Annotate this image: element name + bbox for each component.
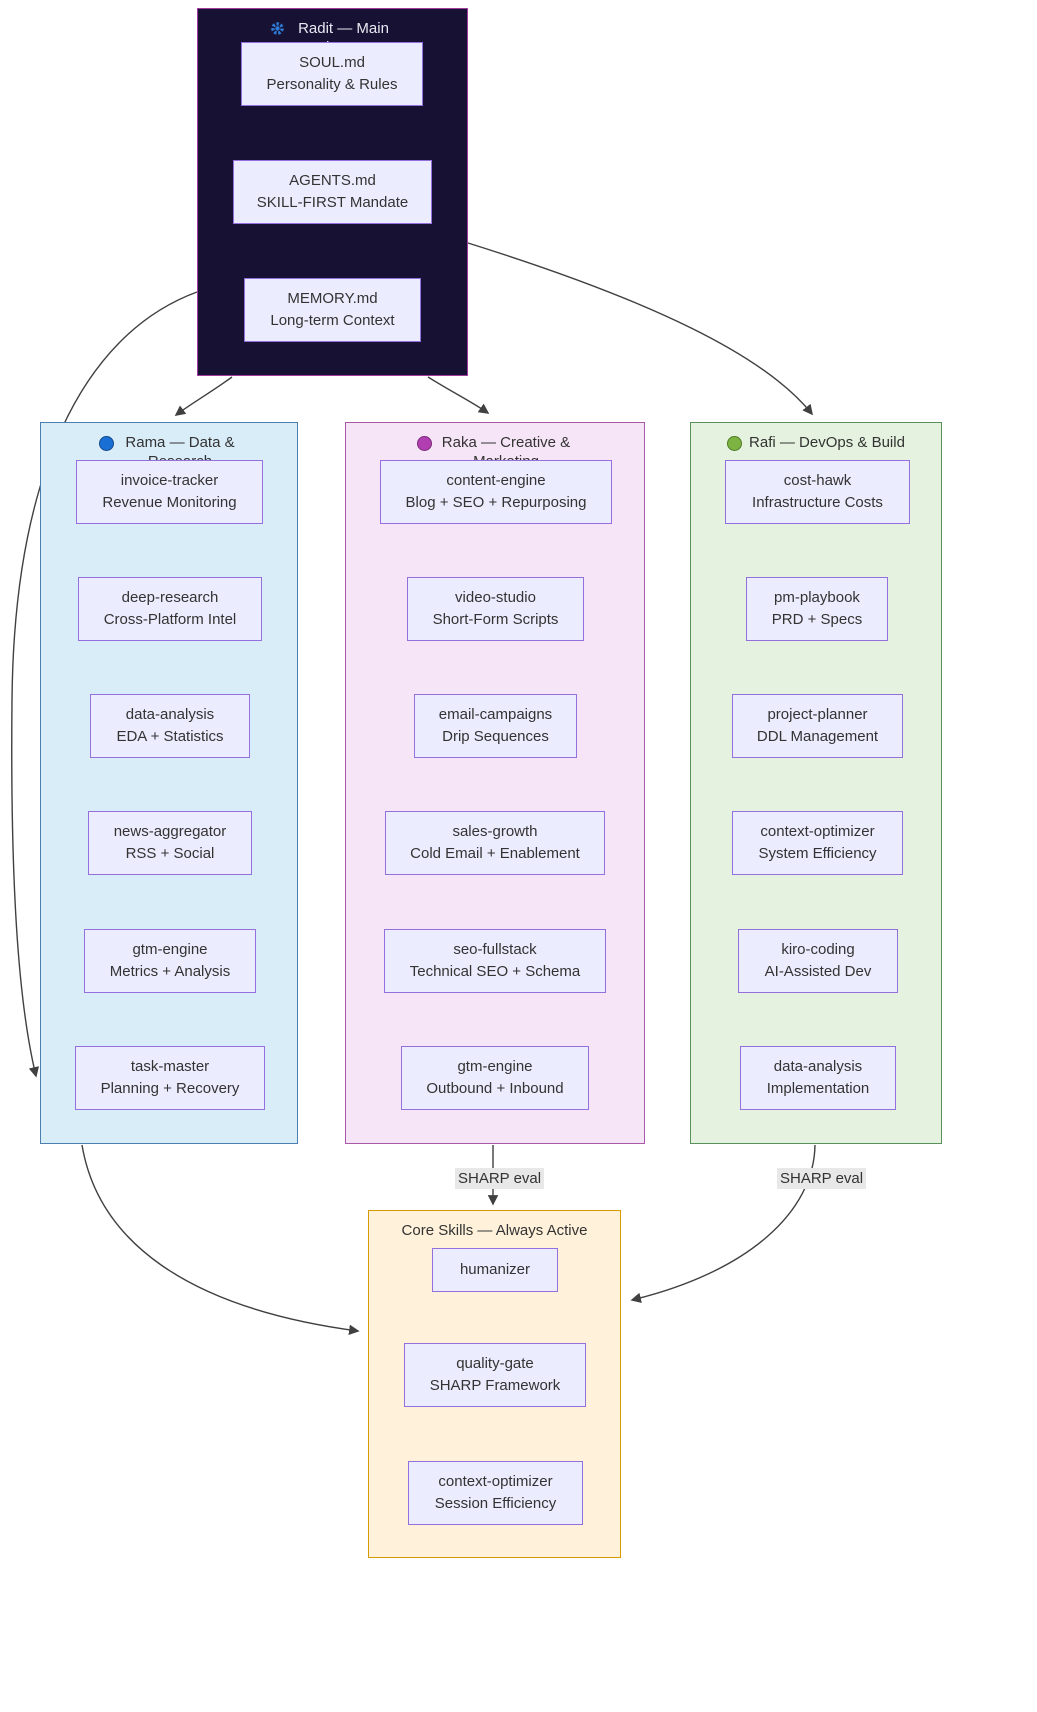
node-name: content-engine	[446, 472, 546, 489]
node-desc: Session Efficiency	[434, 1495, 557, 1512]
node-invoice-tracker: invoice-tracker Revenue Monitoring	[76, 460, 263, 524]
gear-icon	[270, 22, 284, 35]
node-quality-gate: quality-gate SHARP Framework	[404, 1343, 586, 1407]
node-name: invoice-tracker	[120, 472, 219, 489]
node-soul-md: SOUL.md Personality & Rules	[241, 42, 423, 106]
cluster-rafi-title: Rafi — DevOps & Build	[691, 433, 941, 452]
node-desc: Personality & Rules	[266, 76, 398, 93]
node-content-engine: content-engine Blog + SEO + Repurposing	[380, 460, 612, 524]
node-name: context-optimizer	[438, 1473, 553, 1490]
node-desc: Short-Form Scripts	[432, 611, 559, 628]
purple-circle-icon	[417, 436, 432, 451]
node-name: task-master	[130, 1058, 210, 1075]
node-desc: RSS + Social	[125, 845, 215, 862]
node-desc: Outbound + Inbound	[426, 1080, 564, 1097]
cluster-title-text: Core Skills — Always Active	[401, 1222, 588, 1239]
edge-label-rafi-core: SHARP eval	[777, 1168, 867, 1189]
node-name: news-aggregator	[113, 823, 227, 840]
node-name: SOUL.md	[299, 54, 365, 71]
node-news-aggregator: news-aggregator RSS + Social	[88, 811, 252, 875]
node-agents-md: AGENTS.md SKILL-FIRST Mandate	[233, 160, 432, 224]
cluster-core-title: Core Skills — Always Active	[369, 1221, 620, 1240]
node-desc: Long-term Context	[270, 312, 395, 329]
node-desc: SHARP Framework	[429, 1377, 561, 1394]
node-desc: Metrics + Analysis	[109, 963, 231, 980]
node-desc: SKILL-FIRST Mandate	[256, 194, 409, 211]
node-name: video-studio	[455, 589, 536, 606]
node-project-planner: project-planner DDL Management	[732, 694, 903, 758]
node-seo-fullstack: seo-fullstack Technical SEO + Schema	[384, 929, 606, 993]
node-name: pm-playbook	[774, 589, 860, 606]
node-name: cost-hawk	[783, 472, 852, 489]
edge-label-raka-core: SHARP eval	[455, 1168, 545, 1189]
node-desc: Infrastructure Costs	[752, 494, 883, 511]
node-gtm-engine-rama: gtm-engine Metrics + Analysis	[84, 929, 256, 993]
blue-circle-icon	[99, 436, 114, 451]
node-email-campaigns: email-campaigns Drip Sequences	[414, 694, 577, 758]
node-humanizer: humanizer	[432, 1248, 558, 1292]
node-task-master: task-master Planning + Recovery	[75, 1046, 265, 1110]
node-desc: EDA + Statistics	[116, 728, 224, 745]
node-desc: Planning + Recovery	[100, 1080, 240, 1097]
node-name: data-analysis	[773, 1058, 863, 1075]
node-desc: DDL Management	[756, 728, 879, 745]
edge-rama-core	[81, 1144, 360, 1336]
node-name: gtm-engine	[132, 941, 208, 958]
node-desc: Cross-Platform Intel	[103, 611, 237, 628]
node-deep-research: deep-research Cross-Platform Intel	[78, 577, 262, 641]
cluster-title-text: Rafi — DevOps & Build	[749, 434, 905, 451]
cluster-rama: Rama — Data & Research invoice-tracker R…	[40, 422, 298, 1144]
node-name: AGENTS.md	[289, 172, 376, 189]
node-desc: Implementation	[766, 1080, 870, 1097]
node-name: deep-research	[121, 589, 219, 606]
node-pm-playbook: pm-playbook PRD + Specs	[746, 577, 888, 641]
cluster-rafi: Rafi — DevOps & Build cost-hawk Infrastr…	[690, 422, 942, 1144]
node-name: seo-fullstack	[453, 941, 537, 958]
node-name: kiro-coding	[781, 941, 855, 958]
node-data-analysis-rafi: data-analysis Implementation	[740, 1046, 896, 1110]
node-name: MEMORY.md	[287, 290, 378, 307]
node-sales-growth: sales-growth Cold Email + Enablement	[385, 811, 605, 875]
node-name: project-planner	[767, 706, 868, 723]
node-name: context-optimizer	[760, 823, 875, 840]
node-name: data-analysis	[125, 706, 215, 723]
node-name: quality-gate	[456, 1355, 534, 1372]
node-desc: Cold Email + Enablement	[410, 845, 580, 862]
node-memory-md: MEMORY.md Long-term Context	[244, 278, 421, 342]
node-name: gtm-engine	[457, 1058, 533, 1075]
edge-radit-raka	[427, 376, 490, 414]
node-desc: Technical SEO + Schema	[409, 963, 581, 980]
node-desc: AI-Assisted Dev	[764, 963, 872, 980]
node-name: humanizer	[459, 1261, 531, 1278]
green-circle-icon	[727, 436, 743, 451]
node-desc: Drip Sequences	[442, 728, 549, 745]
node-name: email-campaigns	[438, 706, 553, 723]
cluster-core-skills: Core Skills — Always Active humanizer qu…	[368, 1210, 621, 1558]
node-desc: Blog + SEO + Repurposing	[405, 494, 587, 511]
node-cost-hawk: cost-hawk Infrastructure Costs	[725, 460, 910, 524]
edge-radit-taskmaster	[11, 291, 198, 1078]
edge-radit-rafi	[467, 242, 813, 416]
node-video-studio: video-studio Short-Form Scripts	[407, 577, 584, 641]
edge-radit-rama	[174, 376, 233, 416]
cluster-orchestrator: Radit — Main Orchestrator SOUL.md Person…	[197, 8, 468, 376]
node-desc: PRD + Specs	[771, 611, 863, 628]
node-data-analysis: data-analysis EDA + Statistics	[90, 694, 250, 758]
node-kiro-coding: kiro-coding AI-Assisted Dev	[738, 929, 898, 993]
node-context-optimizer-rafi: context-optimizer System Efficiency	[732, 811, 903, 875]
node-context-optimizer-core: context-optimizer Session Efficiency	[408, 1461, 583, 1525]
node-desc: System Efficiency	[758, 845, 877, 862]
cluster-raka: Raka — Creative & Marketing content-engi…	[345, 422, 645, 1144]
node-desc: Revenue Monitoring	[102, 494, 237, 511]
node-name: sales-growth	[452, 823, 538, 840]
node-gtm-engine-raka: gtm-engine Outbound + Inbound	[401, 1046, 589, 1110]
